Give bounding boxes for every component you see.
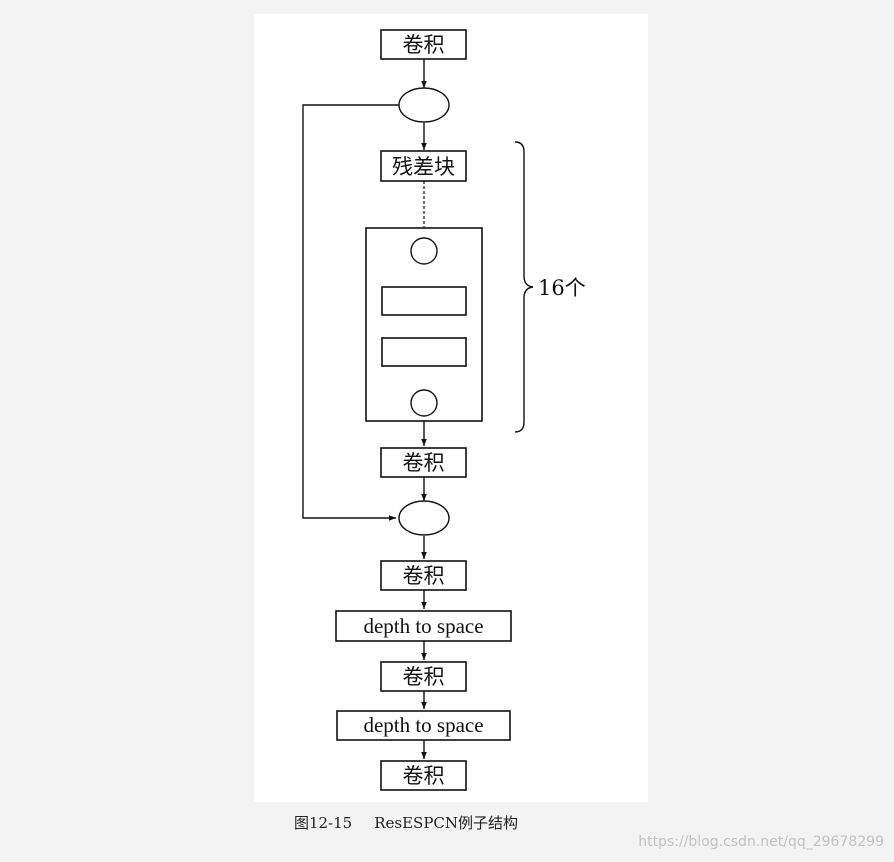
conv-label-2: 卷积 (403, 451, 445, 475)
add-node-2 (398, 500, 450, 536)
repeat-brace (514, 141, 534, 433)
conv-box-5 (380, 760, 467, 791)
inner-input-node (410, 237, 438, 265)
figure-caption: 图12-15 ResESPCN例子结构 (0, 812, 894, 833)
depth-to-space-box-1 (335, 610, 512, 642)
conv-label-5: 卷积 (403, 764, 445, 788)
depth-to-space-label-2: depth to space (363, 713, 483, 737)
depth-to-space-label-1: depth to space (363, 614, 483, 638)
conv-label-4: 卷积 (403, 665, 445, 689)
inner-layer-box-2 (381, 337, 467, 367)
conv-label-1: 卷积 (403, 33, 445, 57)
inner-sum-node (410, 389, 438, 417)
conv-box-2 (380, 447, 467, 478)
figure-number: 图12-15 (293, 814, 353, 832)
residual-block-label: 残差块 (392, 155, 455, 179)
repeat-count-label: 16个 (538, 276, 586, 300)
watermark: https://blog.csdn.net/qq_29678299 (638, 834, 884, 850)
inner-layer-box-1 (381, 286, 467, 316)
outer-skip-connection (302, 104, 399, 521)
conv-label-3: 卷积 (403, 564, 445, 588)
depth-to-space-box-2 (336, 710, 511, 741)
conv-box-3 (380, 560, 467, 591)
add-node-1 (398, 87, 450, 123)
residual-block-box (380, 150, 467, 182)
conv-box-1 (380, 29, 467, 60)
figure-title: ResESPCN例子结构 (374, 814, 519, 832)
conv-box-4 (380, 661, 467, 692)
